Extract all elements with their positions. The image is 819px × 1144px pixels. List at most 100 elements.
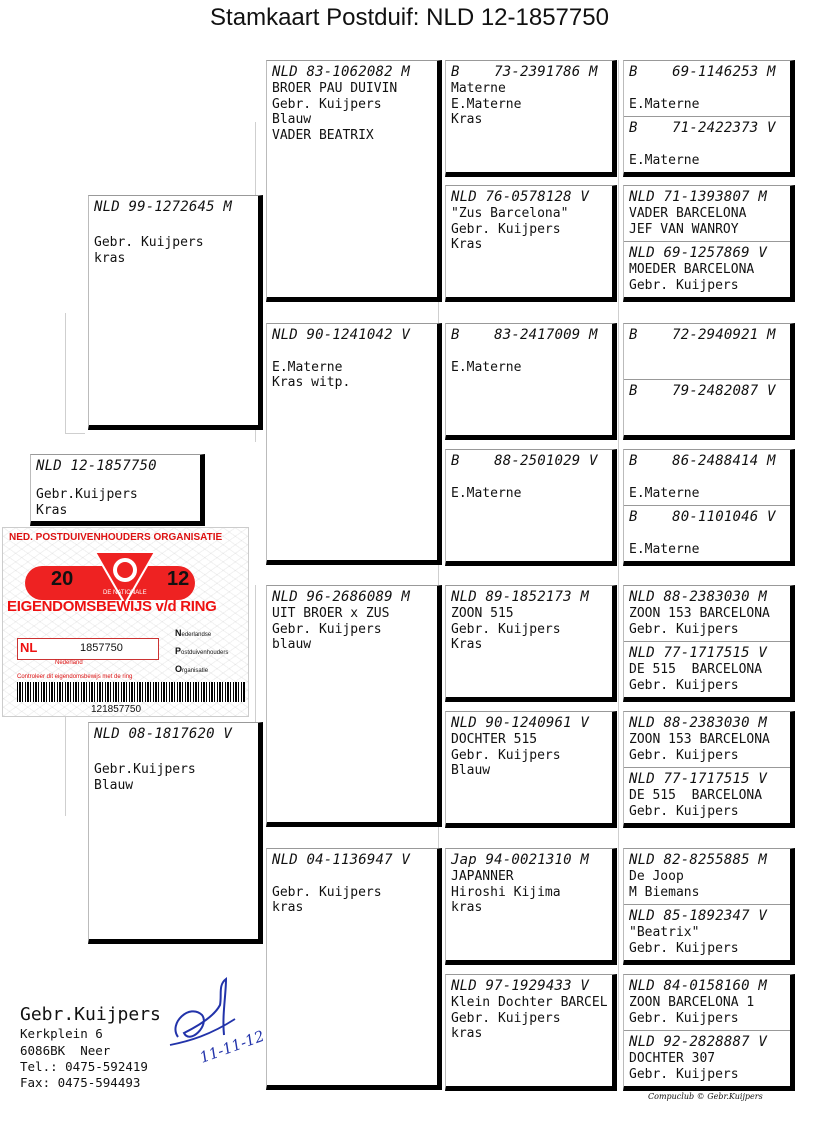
info-line: De Joop <box>629 869 684 884</box>
owner-street: Kerkplein 6 <box>20 1026 103 1041</box>
ring-number: B 72-2940921 M <box>629 327 776 343</box>
info-line: BROER PAU DUIVIN <box>272 81 398 96</box>
ring-number: B 83-2417009 M <box>451 327 598 343</box>
ring-number: NLD 77-1717515 V <box>629 645 768 661</box>
info-line: JAPANNER <box>451 869 514 884</box>
info-line: VADER BEATRIX <box>272 127 374 143</box>
info-line: MOEDER BARCELONA <box>629 262 755 277</box>
npo-word: ederlandse <box>181 632 212 638</box>
npo-line-3: Organisatie <box>175 664 208 674</box>
gp-card-1: NLD 83-1062082 M BROER PAU DUIVIN Gebr. … <box>266 60 442 302</box>
info-line: ZOON BARCELONA 1 <box>629 995 755 1010</box>
info-line: Gebr. Kuijpers <box>272 96 382 112</box>
ring-number: NLD 12-1857750 <box>36 458 157 474</box>
year-left: 20 <box>51 568 74 590</box>
npo-line-2: Postduivenhouders <box>175 646 228 656</box>
info-line: Gebr. Kuijpers <box>629 1066 739 1082</box>
ring-number: NLD 71-1393807 M <box>629 189 768 205</box>
info-line: ​ <box>451 344 612 360</box>
info-line: E.Materne <box>451 96 522 112</box>
ring-number: NLD 90-1240961 V <box>451 715 590 731</box>
info-line: Hiroshi Kijima <box>451 884 561 900</box>
ring-number: B 71-2422373 V <box>629 120 776 136</box>
info-line: ZOON 515 <box>451 606 514 621</box>
gp-card-2: NLD 90-1241042 V ​ E.Materne Kras witp. <box>266 323 442 565</box>
ring-number: NLD 82-8255885 M <box>629 852 768 868</box>
ring-number: NLD 77-1717515 V <box>629 771 768 787</box>
lion-emblem-icon <box>93 551 157 607</box>
info-line: Blauw <box>94 777 134 793</box>
info-line: DE 515 BARCELONA <box>629 788 763 803</box>
connector <box>65 433 85 434</box>
ring-number: B 86-2488414 M <box>629 453 776 469</box>
info-line: Kras <box>451 237 483 252</box>
ring-number: B 69-1146253 M <box>629 64 776 80</box>
subject-card: NLD 12-1857750 Gebr.Kuijpers Kras <box>30 454 205 526</box>
info-line: Gebr. Kuijpers <box>629 677 739 693</box>
info-line: JEF VAN WANROY <box>629 221 739 237</box>
info-line: Gebr.Kuijpers <box>36 487 138 502</box>
info-line: Blauw <box>272 112 312 127</box>
ring-number: NLD 83-1062082 M <box>272 64 411 80</box>
info-line: Gebr. Kuijpers <box>94 235 204 250</box>
npo-word: rganisatie <box>182 668 209 674</box>
ring-number: NLD 90-1241042 V <box>272 327 411 343</box>
info-line: Kras <box>36 502 68 518</box>
ring-number: B 79-2482087 V <box>629 383 776 399</box>
info-line: E.Materne <box>629 96 700 112</box>
connector <box>65 313 66 433</box>
info-line: E.Materne <box>629 541 700 557</box>
page-title: Stamkaart Postduif: NLD 12-1857750 <box>210 4 609 31</box>
ring-number: NLD 88-2383030 M <box>629 715 768 731</box>
gp-card-4: NLD 04-1136947 V ​ Gebr. Kuijpers kras <box>266 848 442 1090</box>
gggp-card: B 72-2940921 M B 79-2482087 V <box>623 323 795 440</box>
info-line: Gebr. Kuijpers <box>272 621 382 637</box>
info-line: DE 515 BARCELONA <box>629 662 763 677</box>
signature: 11-11-12 <box>169 976 267 1067</box>
info-line: Gebr. Kuijpers <box>629 1010 739 1026</box>
info-line: Kras <box>451 112 483 127</box>
info-line: Klein Dochter BARCEL <box>451 995 608 1010</box>
barcode-number: 121857750 <box>91 704 142 715</box>
info-line: kras <box>272 900 304 915</box>
info-line: blauw <box>272 637 312 652</box>
ring-number: NLD 85-1892347 V <box>629 908 768 924</box>
barcode <box>17 682 245 702</box>
npo-letter: P <box>175 646 182 656</box>
ring-number: NLD 76-0578128 V <box>451 189 590 205</box>
info-line: Gebr. Kuijpers <box>629 940 739 956</box>
ring-number: NLD 99-1272645 M <box>94 199 233 215</box>
ring-number: NLD 97-1929433 V <box>451 978 590 994</box>
ring-number: NLD 04-1136947 V <box>272 852 411 868</box>
info-line: E.Materne <box>451 359 522 375</box>
gp-card-3: NLD 96-2686089 M UIT BROER x ZUS Gebr. K… <box>266 585 442 827</box>
ring-number: NLD 08-1817620 V <box>94 726 233 742</box>
ring-number: NLD 69-1257869 V <box>629 245 768 261</box>
npo-letter: O <box>175 664 183 674</box>
ring-number: Jap 94-0021310 M <box>451 852 590 868</box>
mother-card: NLD 08-1817620 V Gebr.Kuijpers Blauw <box>88 722 263 944</box>
ring-number: NLD 96-2686089 M <box>272 589 411 605</box>
info-line: E.Materne <box>629 485 700 501</box>
certificate-heading: EIGENDOMSBEWIJS v/d RING <box>7 598 217 615</box>
info-line: Gebr. Kuijpers <box>629 621 739 637</box>
info-line: DOCHTER 515 <box>451 732 538 747</box>
info-line: ​ <box>451 470 612 486</box>
country-name: Nederland <box>55 660 83 666</box>
ribbon-text: DE NATIONALE <box>103 590 147 596</box>
ring-serial: 1857750 <box>80 642 123 654</box>
info-line: E.Materne <box>629 152 700 168</box>
info-line: "Zus Barcelona" <box>451 206 569 221</box>
info-line: UIT BROER x ZUS <box>272 606 390 621</box>
info-line: ​ <box>272 344 437 360</box>
info-line: E.Materne <box>272 359 343 375</box>
connector <box>65 716 66 816</box>
info-line: kras <box>94 250 126 266</box>
info-line: ZOON 153 BARCELONA <box>629 732 770 747</box>
